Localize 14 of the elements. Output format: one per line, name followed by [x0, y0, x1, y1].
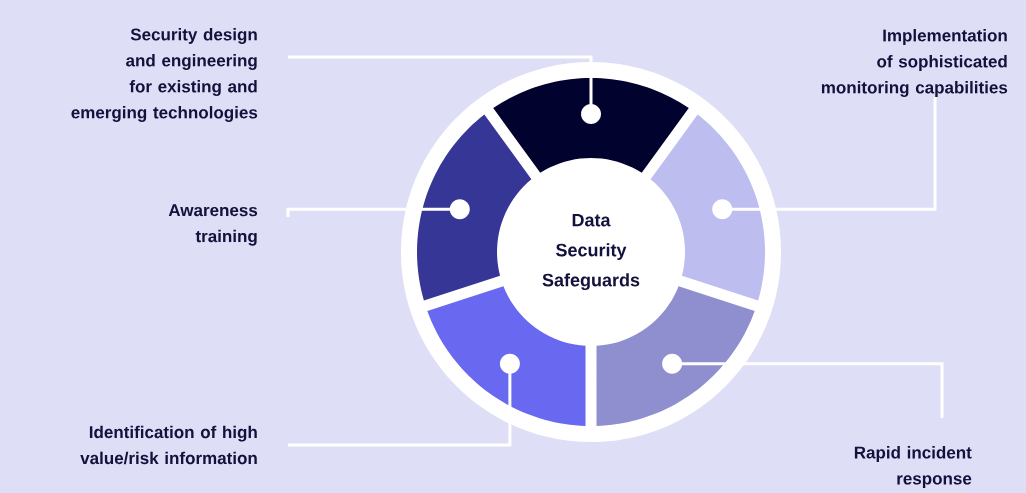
label-text: Implementation of sophisticated monitoring capabilities — [821, 29, 1008, 97]
label-text: Identification of high value/risk information — [80, 425, 257, 465]
wheel-segment — [650, 114, 765, 301]
leader-line — [288, 55, 601, 124]
label-text: Rapid incident response — [854, 446, 972, 488]
center-circle: Data Security Safeguards — [502, 163, 680, 341]
leader-line — [288, 353, 520, 447]
leader-line — [712, 97, 937, 220]
wheel-segment — [417, 114, 532, 301]
leader-line — [662, 353, 944, 418]
wheel-segment — [493, 78, 689, 173]
label-text: Security design and engineering for existing and emerging technologies — [71, 28, 258, 122]
label-text: Awareness training — [168, 204, 258, 246]
leader-line — [286, 199, 470, 220]
